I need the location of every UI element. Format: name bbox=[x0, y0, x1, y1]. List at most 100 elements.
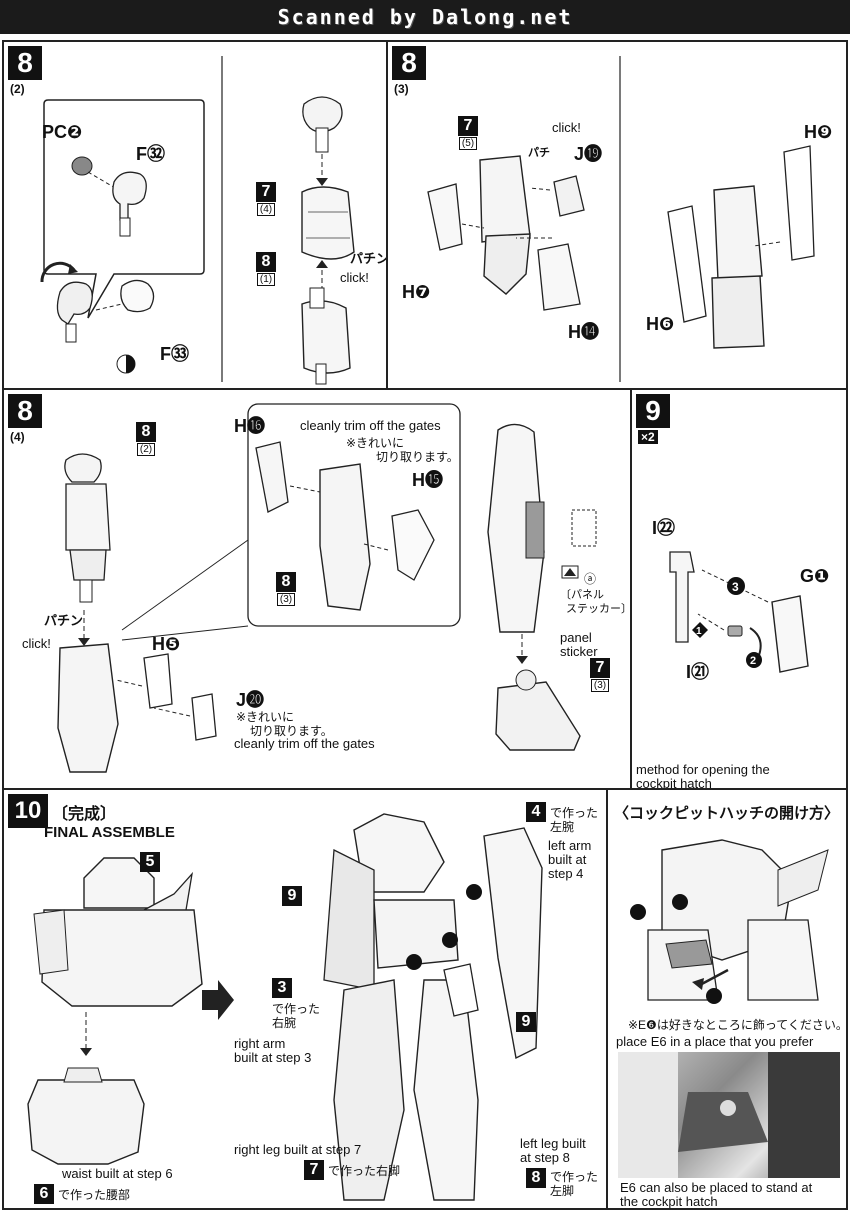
ref-tag-8-1: 8 (1) bbox=[256, 252, 276, 286]
method-label-en-1: method for opening the bbox=[636, 762, 770, 777]
panel-step-9: 9 ×2 3 1 2 I㉒ G❶ I㉑ method for opening t… bbox=[630, 388, 848, 790]
trim-note-jp-2: 切り取ります。 bbox=[250, 724, 333, 738]
leg8-label-jp-1: で作った bbox=[550, 1170, 599, 1184]
photo-shading bbox=[618, 1052, 840, 1178]
ref-tag-number: 7 bbox=[256, 182, 276, 202]
step-number: 8 bbox=[8, 46, 42, 80]
hatch-place-en: place E6 in a place that you prefer bbox=[616, 1034, 814, 1049]
part-label-pc2: PC❷ bbox=[42, 122, 83, 142]
part-label-h14: H⓮ bbox=[568, 322, 599, 342]
arm4-label-en-2: built at bbox=[548, 852, 587, 867]
hatch-stand-en-2: the cockpit hatch bbox=[620, 1194, 718, 1209]
ref-tag-3: 3 bbox=[272, 978, 292, 998]
cockpit-hatch-art: 3 1 2 bbox=[669, 551, 809, 673]
substep-label: (3) bbox=[394, 82, 409, 96]
ref-tag-number: 8 bbox=[276, 572, 296, 592]
ref-tag-8-2: 8 (2) bbox=[136, 422, 156, 456]
part-label-f32: F㉜ bbox=[136, 144, 165, 164]
part-label-h6: H❻ bbox=[646, 314, 675, 334]
arm3-label-en-1: right arm bbox=[234, 1036, 286, 1051]
part-label-j20: J⓴ bbox=[236, 690, 265, 710]
hatch-note-jp: ※E❻は好きなところに飾ってください。 bbox=[628, 1018, 848, 1032]
ref-tag-6: 6 bbox=[34, 1184, 54, 1204]
ref-tag-7: 7 bbox=[304, 1160, 324, 1180]
step-number: 8 bbox=[8, 394, 42, 428]
step-number: 10 bbox=[8, 794, 48, 828]
ref-tag-sub: (3) bbox=[276, 593, 296, 606]
final-assembly-art bbox=[27, 813, 543, 1201]
panel-cockpit-hatch: 〈コックピットハッチの開け方〉 ※E❻は好きなところに飾ってください。 plac… bbox=[606, 788, 848, 1210]
step-number: 9 bbox=[636, 394, 670, 428]
svg-text:3: 3 bbox=[732, 580, 739, 594]
ref-tag-9-left: 9 bbox=[282, 886, 302, 906]
part-label-j19: J⓳ bbox=[574, 144, 603, 164]
sticker-label-jp-1: 〔パネル bbox=[560, 589, 604, 601]
waist-label-en: waist built at step 6 bbox=[62, 1166, 173, 1181]
part-label-g1: G❶ bbox=[800, 566, 830, 586]
arm3-label-jp-2: 右腕 bbox=[272, 1016, 297, 1030]
arm4-label-jp-2: 左腕 bbox=[550, 820, 575, 834]
trim-note-jp-1: ※きれいに bbox=[236, 710, 295, 724]
leg7-label-en: right leg built at step 7 bbox=[234, 1142, 362, 1157]
arm3-label-jp-1: で作った bbox=[272, 1002, 321, 1016]
panel-step-8-2: 8 (2) PC❷ F㉜ F㉝ bbox=[2, 40, 388, 390]
arm4-label-en-3: step 4 bbox=[548, 866, 584, 881]
part-label-h9: H❾ bbox=[804, 122, 833, 142]
trim-note-en-2: cleanly trim off the gates bbox=[300, 418, 441, 433]
ref-tag-number: 7 bbox=[458, 116, 478, 136]
sticker-ref: ⓐ bbox=[584, 572, 597, 586]
final-title-en: FINAL ASSEMBLE bbox=[44, 824, 175, 841]
scan-banner: Scanned by Dalong.net bbox=[0, 0, 850, 34]
svg-text:1: 1 bbox=[696, 626, 702, 637]
leg7-label-jp: で作った右脚 bbox=[328, 1164, 401, 1178]
panel-step-8-4: 8 (4) 8 bbox=[2, 388, 632, 790]
ref-tag-sub: (5) bbox=[458, 137, 478, 150]
arm-attach-art bbox=[57, 403, 597, 773]
part-label-f33: F㉝ bbox=[160, 344, 189, 364]
ref-tag-number: 8 bbox=[136, 422, 156, 442]
substep-label: (4) bbox=[10, 430, 25, 444]
hatch-title-jp: 〈コックピットハッチの開け方〉 bbox=[614, 805, 840, 822]
ref-tag-9-right: 9 bbox=[516, 1012, 536, 1032]
ref-tag-sub: (1) bbox=[256, 273, 276, 286]
click-en: click! bbox=[22, 636, 51, 651]
sticker-label-en-2: sticker bbox=[560, 644, 598, 659]
part-label-h16: H⓰ bbox=[234, 416, 265, 436]
ref-tag-8-3: 8 (3) bbox=[276, 572, 296, 606]
svg-text:2: 2 bbox=[750, 655, 756, 667]
ref-tag-5: 5 bbox=[140, 852, 160, 872]
hatch-stand-en-1: E6 can also be placed to stand at bbox=[620, 1180, 813, 1195]
hatch-photo bbox=[618, 1052, 840, 1178]
ref-tag-7-5: 7 (5) bbox=[458, 116, 478, 150]
substep-label: (2) bbox=[10, 82, 25, 96]
trim-note-en: cleanly trim off the gates bbox=[234, 736, 375, 751]
trim-note-jp-4: 切り取ります。 bbox=[376, 450, 459, 464]
ref-tag-4: 4 bbox=[526, 802, 546, 822]
trim-note-jp-3: ※きれいに bbox=[346, 436, 405, 450]
ref-tag-sub: (2) bbox=[136, 443, 156, 456]
ref-tag-number: 8 bbox=[256, 252, 276, 272]
lower-arm-assembly-art bbox=[427, 56, 815, 382]
waist-label-jp: で作った腰部 bbox=[58, 1188, 131, 1202]
method-label-en-2: cockpit hatch bbox=[636, 776, 712, 790]
arm3-label-en-2: built at step 3 bbox=[234, 1050, 312, 1065]
arm4-label-en-1: left arm bbox=[548, 838, 592, 853]
banner-text: Scanned by Dalong.net bbox=[277, 5, 573, 29]
callout-bubble bbox=[40, 56, 355, 385]
part-label-h7: H❼ bbox=[402, 282, 431, 302]
step-number: 8 bbox=[392, 46, 426, 80]
ref-tag-7-3: 7 (3) bbox=[590, 658, 610, 692]
click-en: click! bbox=[552, 120, 581, 135]
leg8-label-en-1: left leg built bbox=[520, 1136, 586, 1151]
click-en: click! bbox=[340, 270, 369, 285]
click-jp: パチン bbox=[350, 251, 388, 266]
panel-step-10: 10 〔完成〕 FINAL ASSEMBLE 5 waist built at … bbox=[2, 788, 608, 1210]
panel-step-8-3: 8 (3) 7 (5) click! パチ J⓳ H❼ H⓮ H❾ H❻ bbox=[386, 40, 848, 390]
part-label-h15: H⓯ bbox=[412, 470, 443, 490]
click-jp: パチン bbox=[44, 613, 84, 628]
click-jp: パチ bbox=[528, 147, 550, 159]
hatch-opening-art bbox=[630, 839, 829, 1004]
part-label-i21: I㉑ bbox=[686, 662, 710, 682]
ref-tag-sub: (4) bbox=[256, 203, 276, 216]
part-label-h5: H❺ bbox=[152, 634, 181, 654]
